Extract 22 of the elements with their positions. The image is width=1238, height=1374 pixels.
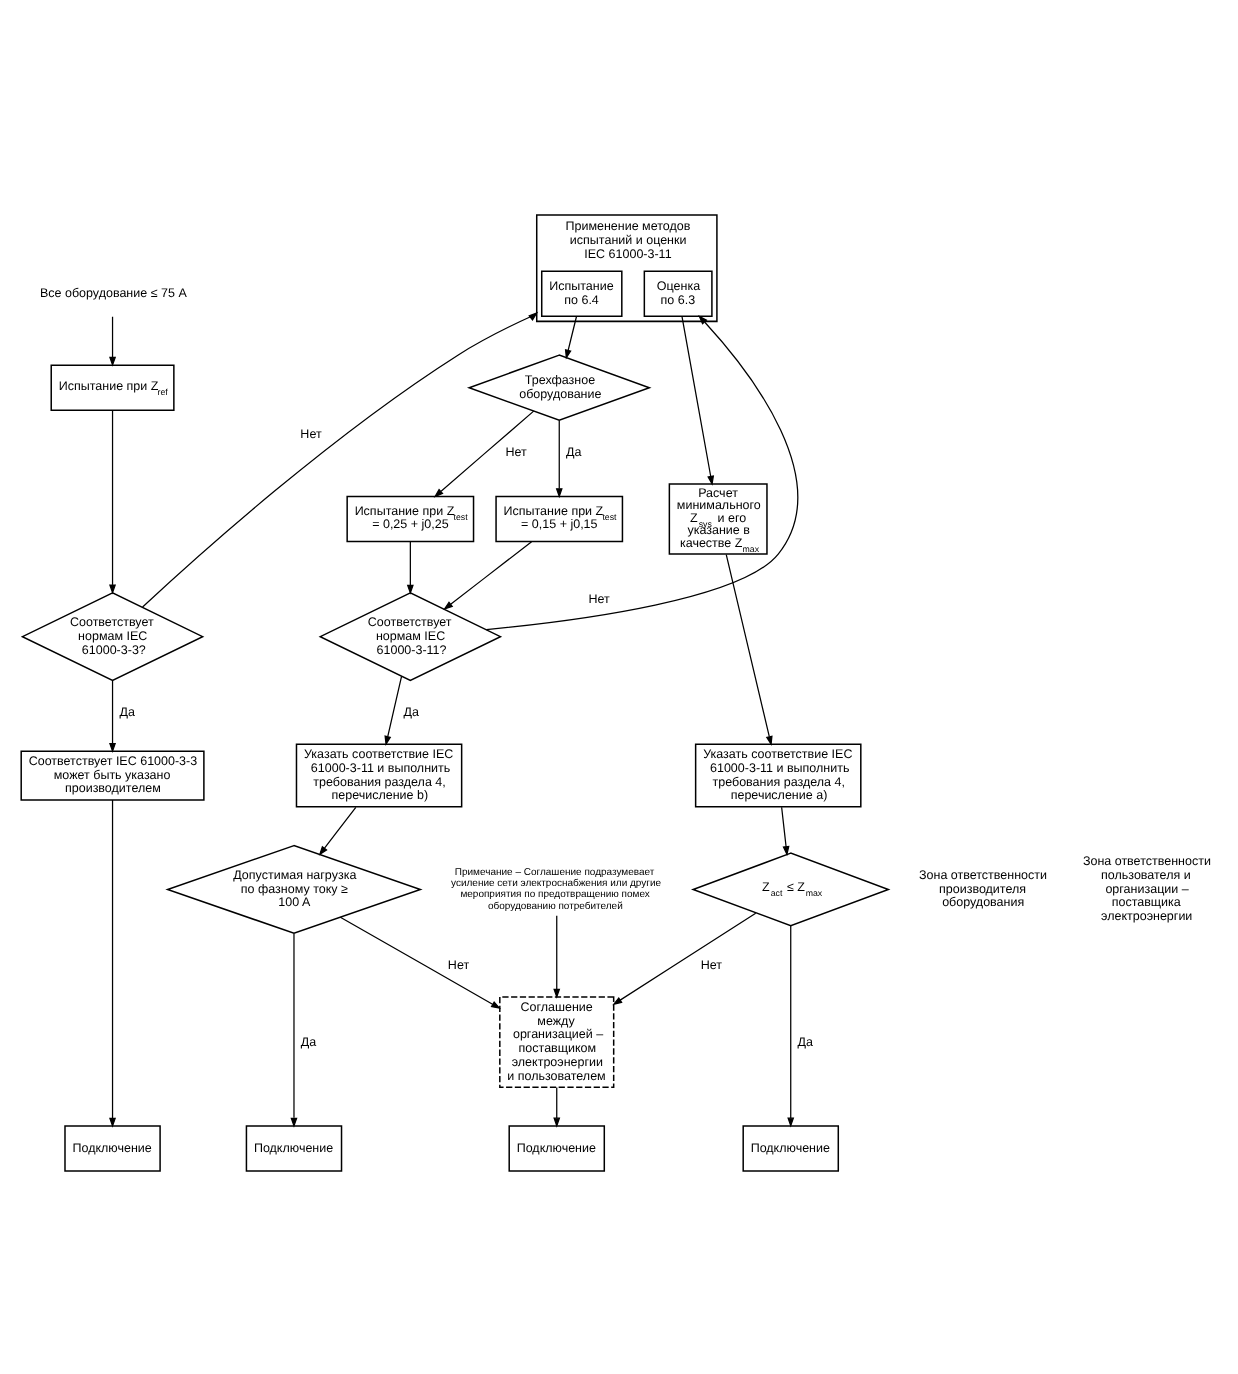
arrow — [725, 552, 773, 746]
arrow — [109, 679, 117, 753]
arrow — [318, 805, 357, 855]
arrow — [290, 932, 298, 1127]
arrow — [384, 674, 403, 745]
arrow — [339, 915, 501, 1008]
arrow — [553, 914, 561, 998]
arrow — [612, 911, 757, 1005]
arrow — [141, 310, 539, 607]
arrow — [553, 1085, 561, 1127]
arrow — [109, 315, 117, 366]
arrow — [564, 315, 578, 359]
arrow — [787, 924, 795, 1127]
arrow — [781, 805, 790, 856]
arrow — [109, 408, 117, 594]
arrow — [109, 798, 117, 1127]
arrow — [406, 540, 414, 594]
arrow — [681, 314, 715, 485]
arrow — [433, 409, 535, 497]
arrow — [443, 540, 533, 610]
arrow — [555, 418, 563, 498]
arrow — [485, 314, 799, 630]
